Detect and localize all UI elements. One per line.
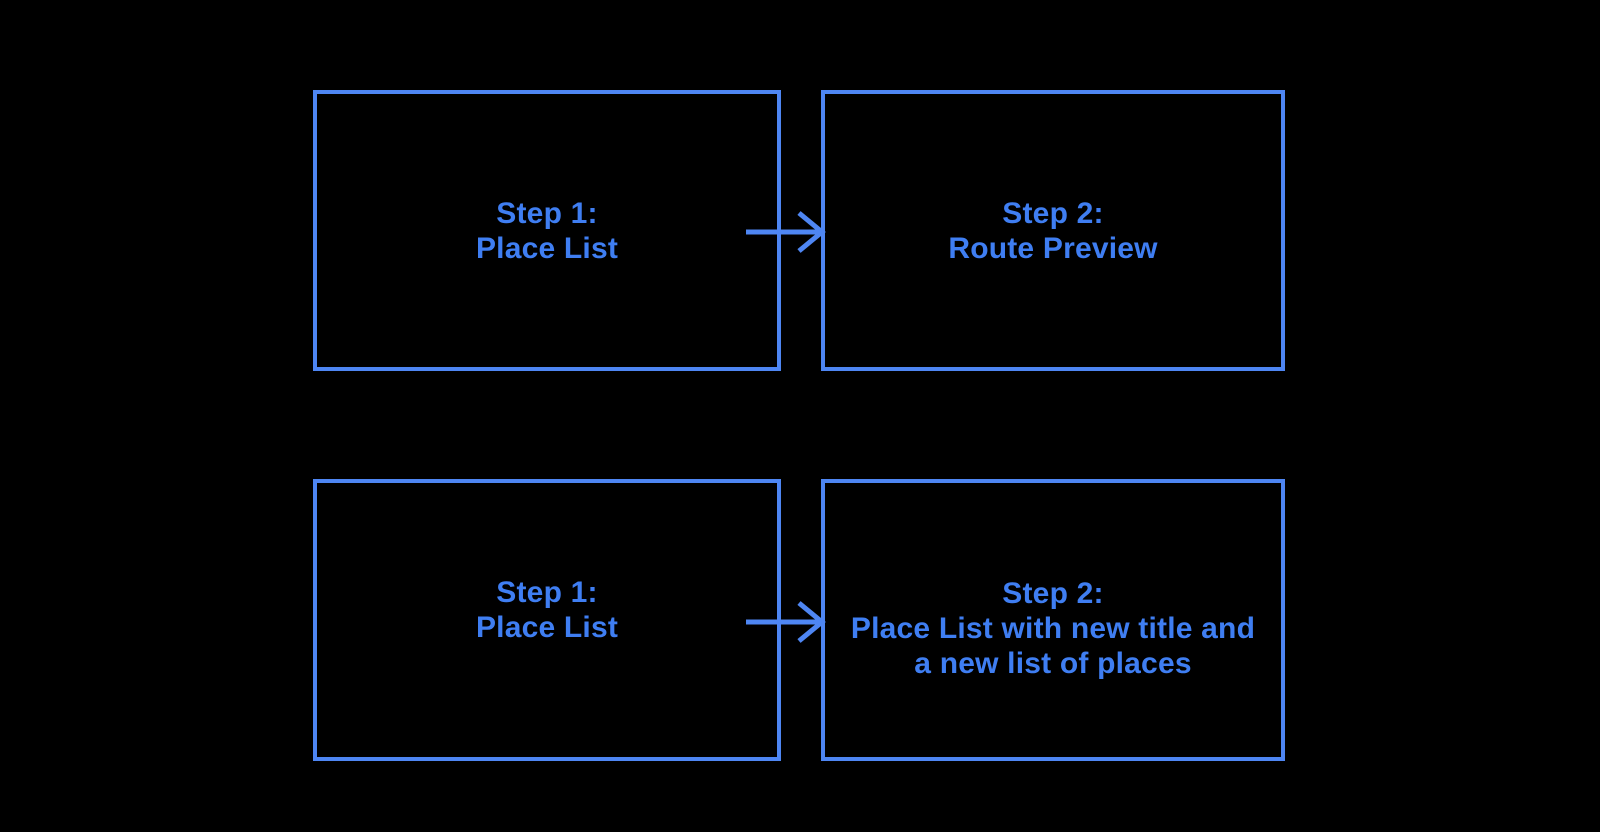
flow1-step1-box: Step 1: Place List bbox=[313, 90, 781, 371]
box-label-line: a new list of places bbox=[914, 646, 1192, 680]
flow2-step2-box: Step 2: Place List with new title and a … bbox=[821, 479, 1285, 761]
flow1-step2-box: Step 2: Route Preview bbox=[821, 90, 1285, 371]
flow2-step1-box: Step 1: Place List bbox=[313, 479, 781, 761]
flow1-step1-label: Step 1: Place List bbox=[476, 196, 618, 266]
flow1-step2-label: Step 2: Route Preview bbox=[948, 196, 1157, 266]
flow2-step2-label: Step 2: Place List with new title and a … bbox=[851, 576, 1255, 681]
flow2-step1-label: Step 1: Place List bbox=[476, 575, 618, 645]
box-label-line: Step 1: bbox=[496, 576, 598, 609]
box-label-line: Step 2: bbox=[1002, 576, 1104, 610]
box-label-line: Place List bbox=[475, 611, 619, 644]
arrow-right-icon bbox=[746, 211, 826, 253]
box-label-line: Step 2: bbox=[1002, 196, 1104, 230]
arrow-right-icon bbox=[746, 601, 826, 643]
box-label-line: Step 1: bbox=[496, 196, 598, 230]
box-label-line: Place List with new title and bbox=[850, 611, 1256, 645]
box-label-line: Place List bbox=[475, 231, 619, 265]
box-label-line: Route Preview bbox=[948, 231, 1158, 265]
